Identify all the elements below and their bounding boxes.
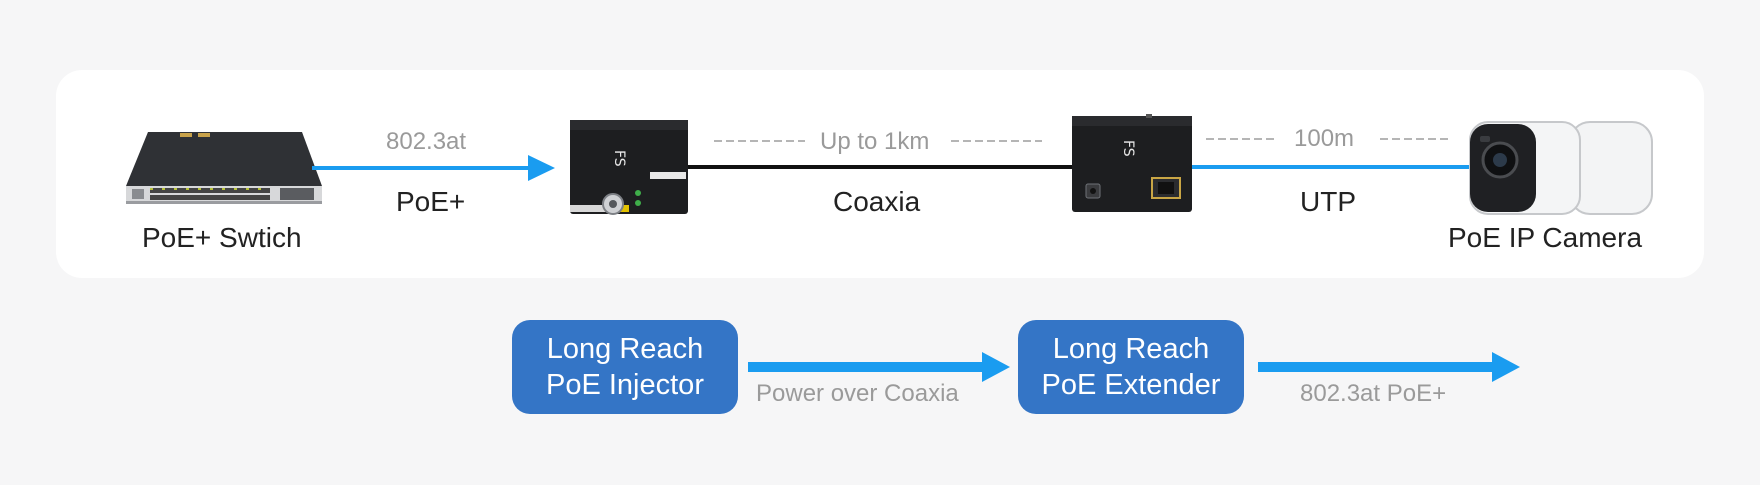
topology-panel bbox=[56, 70, 1704, 278]
extender-box: Long Reach PoE Extender bbox=[1018, 320, 1244, 414]
poe-output-label: 802.3at PoE+ bbox=[1300, 380, 1447, 407]
svg-text:FS: FS bbox=[611, 150, 627, 167]
ip-camera-icon bbox=[1469, 121, 1653, 215]
camera-label: PoE IP Camera bbox=[1448, 222, 1643, 253]
poe-output-arrowhead bbox=[1492, 352, 1520, 382]
standard-label: 802.3at bbox=[386, 128, 467, 155]
extender-box-line2: PoE Extender bbox=[1041, 369, 1221, 401]
poe-injector-device-icon: FS bbox=[570, 120, 688, 215]
switch-label: PoE+ Swtich bbox=[142, 222, 302, 253]
poe-plus-link-arrowhead bbox=[528, 155, 555, 181]
poe-switch-icon bbox=[126, 132, 322, 204]
poe-plus-label: PoE+ bbox=[396, 186, 466, 217]
injector-box: Long Reach PoE Injector bbox=[512, 320, 738, 414]
extender-box-line1: Long Reach bbox=[1052, 333, 1210, 365]
svg-text:FS: FS bbox=[1120, 140, 1136, 157]
utp-distance-label: 100m bbox=[1294, 125, 1355, 152]
injector-box-line2: PoE Injector bbox=[546, 369, 704, 401]
power-over-coax-arrowhead bbox=[982, 352, 1010, 382]
power-over-coax-label: Power over Coaxia bbox=[756, 380, 959, 407]
poe-extender-device-icon: FS bbox=[1072, 114, 1192, 212]
utp-label: UTP bbox=[1300, 186, 1356, 217]
coax-label: Coaxia bbox=[833, 186, 921, 217]
coax-distance-label: Up to 1km bbox=[820, 128, 930, 155]
injector-box-line1: Long Reach bbox=[546, 333, 704, 365]
